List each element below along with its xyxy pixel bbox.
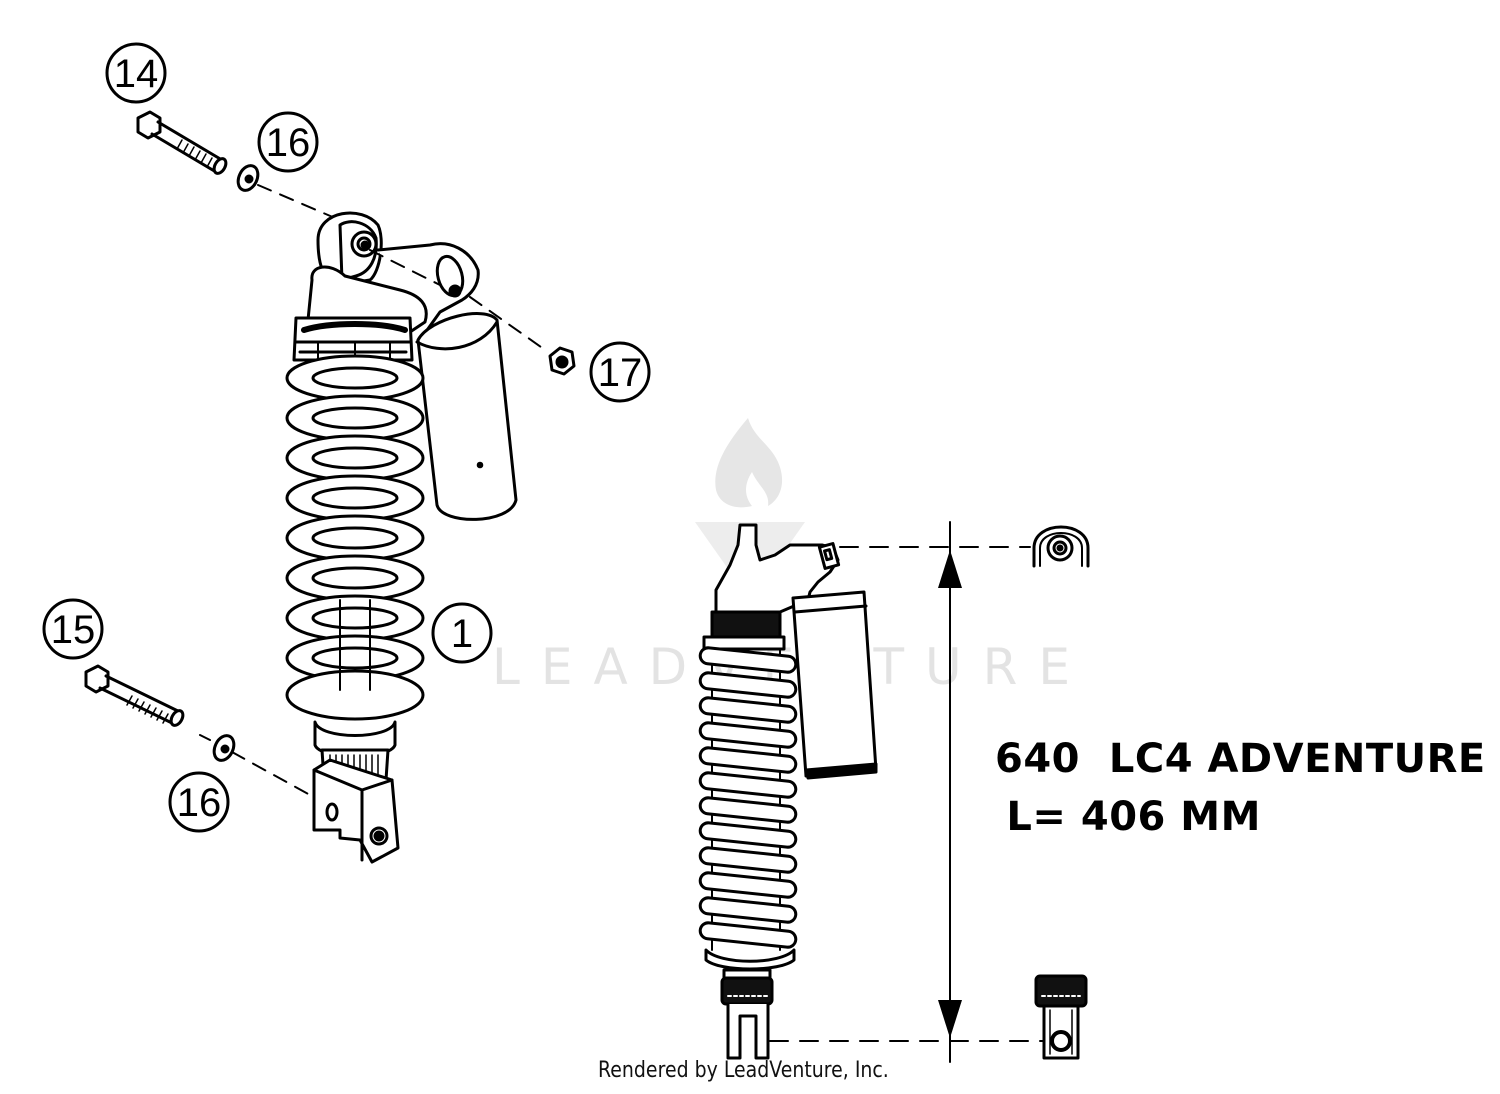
callout-14[interactable]: 14 xyxy=(105,42,167,104)
model-spec-label: 640 LC4 ADVENTURE xyxy=(995,736,1486,782)
washer-16-icon xyxy=(236,164,260,192)
svg-text:15: 15 xyxy=(51,608,96,652)
preload-ring-icon xyxy=(710,610,782,639)
callout-16-bottom[interactable]: 16 xyxy=(168,771,230,833)
bottom-clevis-end-view-icon xyxy=(1034,974,1088,1060)
top-eye-end-view-icon xyxy=(1032,525,1090,568)
side-coil-spring-icon xyxy=(698,646,798,971)
reservoir-canister-icon xyxy=(415,312,518,521)
shock-body-head-icon xyxy=(292,265,428,362)
arrow-down-icon xyxy=(938,1000,962,1038)
bolt-15-icon xyxy=(84,664,185,727)
svg-text:17: 17 xyxy=(598,351,643,395)
reservoir-head-icon xyxy=(376,242,480,342)
svg-text:16: 16 xyxy=(177,781,222,825)
coil-spring-icon xyxy=(285,354,425,721)
svg-text:16: 16 xyxy=(266,121,311,165)
leader-line xyxy=(369,249,549,353)
side-shock-head-icon xyxy=(714,523,841,614)
callout-16-top[interactable]: 16 xyxy=(257,111,319,173)
render-credit: Rendered by LeadVenture, Inc. xyxy=(598,1058,889,1083)
side-reservoir-icon xyxy=(791,590,878,780)
length-spec-label: L= 406 MM xyxy=(992,794,1261,840)
arrow-up-icon xyxy=(938,550,962,588)
svg-text:1: 1 xyxy=(451,612,473,656)
nut-17-icon xyxy=(548,346,576,376)
clevis-mount-icon xyxy=(312,758,400,864)
svg-text:14: 14 xyxy=(114,52,159,96)
side-lower-collar-icon xyxy=(720,968,774,1060)
leader-line xyxy=(199,734,311,796)
callout-1[interactable]: 1 xyxy=(431,602,493,664)
washer-16-icon xyxy=(212,734,236,762)
dimension-view xyxy=(698,521,1090,1063)
callout-17[interactable]: 17 xyxy=(589,341,651,403)
leader-line xyxy=(257,184,336,219)
callout-15[interactable]: 15 xyxy=(42,598,104,660)
bolt-14-icon xyxy=(136,110,228,175)
